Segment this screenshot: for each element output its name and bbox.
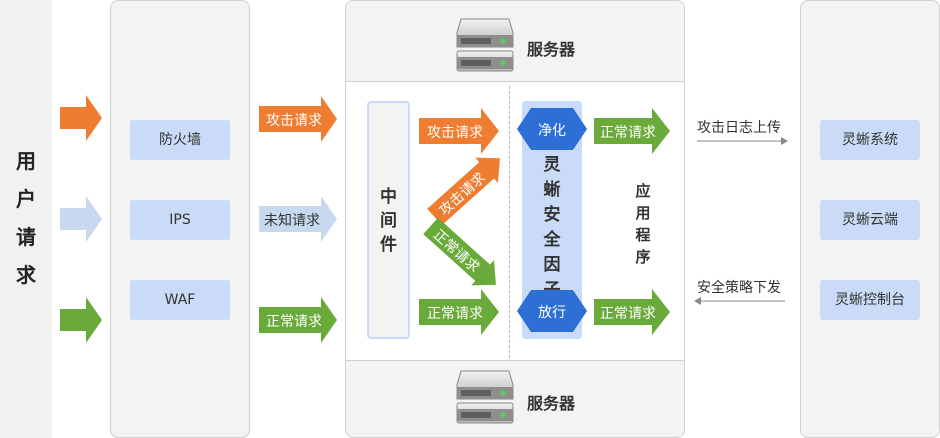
application-label: 应 用 程 序	[630, 180, 656, 268]
middleware-char-2: 间	[380, 211, 397, 231]
user-request-column: 用 户 请 求	[0, 0, 52, 438]
factor-char-1: 灵	[543, 155, 561, 175]
lingxi-cloud-box: 灵蜥云端	[820, 200, 920, 240]
perimeter-defense-panel: 防火墙 IPS WAF	[110, 0, 250, 438]
unknown-request-label: 未知请求	[264, 213, 320, 229]
firewall-box: 防火墙	[130, 120, 230, 160]
lingxi-panel: 灵蜥系统 灵蜥云端 灵蜥控制台	[800, 0, 940, 438]
middleware-char-3: 件	[380, 235, 397, 255]
normal-request-label: 正常请求	[266, 314, 322, 330]
middleware-box: 中 间 件	[367, 101, 410, 339]
lingxi-console-box: 灵蜥控制台	[820, 280, 920, 320]
user-char-3: 请	[16, 225, 36, 249]
ips-box: IPS	[130, 200, 230, 240]
server-icon	[456, 370, 514, 424]
dashed-divider	[509, 86, 510, 358]
log-upload-arrow	[697, 137, 788, 145]
middleware-label: 中 间 件	[369, 185, 408, 257]
factor-char-5: 因	[543, 255, 561, 275]
purify-diamond: 净化	[517, 108, 587, 150]
incoming-attack-arrow	[60, 95, 102, 141]
waf-box: WAF	[130, 280, 230, 320]
user-char-1: 用	[16, 149, 36, 173]
inner-normal-label: 正常请求	[427, 306, 483, 322]
policy-dispatch-arrow	[694, 297, 785, 305]
server-icon	[456, 18, 514, 72]
app-char-4: 序	[635, 248, 651, 266]
release-diamond: 放行	[517, 290, 587, 332]
server-top-label: 服务器	[527, 40, 576, 59]
app-char-3: 程	[635, 226, 651, 244]
normal-request-arrow	[259, 297, 337, 343]
output-normal-label-bottom: 正常请求	[600, 306, 656, 322]
inner-normal-arrow	[419, 289, 499, 335]
output-normal-label-top: 正常请求	[600, 125, 656, 141]
diagonal-attack-arrow-shape	[427, 157, 500, 226]
middleware-char-1: 中	[380, 187, 397, 207]
purify-label: 净化	[538, 123, 566, 139]
user-char-2: 户	[16, 187, 36, 211]
output-normal-arrow-top	[594, 108, 670, 154]
attack-request-arrow	[259, 96, 337, 142]
app-char-1: 应	[635, 182, 651, 200]
security-factor-label: 灵 蜥 安 全 因 子	[522, 153, 582, 303]
purify-diamond-shape	[517, 108, 587, 150]
server-bottom-label: 服务器	[527, 394, 576, 413]
policy-dispatch-label: 安全策略下发	[697, 280, 781, 296]
factor-char-4: 全	[543, 230, 561, 250]
diagonal-normal-arrow: 正常请求	[419, 213, 509, 298]
app-char-2: 用	[635, 204, 651, 222]
incoming-normal-arrow	[60, 297, 102, 343]
factor-char-3: 安	[543, 205, 561, 225]
lingxi-system-box: 灵蜥系统	[820, 120, 920, 160]
diagonal-normal-arrow-shape	[423, 217, 496, 286]
unknown-request-arrow	[259, 196, 337, 242]
attack-request-label: 攻击请求	[266, 113, 322, 129]
inner-attack-arrow	[419, 108, 499, 154]
user-request-label: 用 户 请 求	[0, 142, 52, 294]
log-upload-label: 攻击日志上传	[697, 120, 781, 136]
inner-attack-label: 攻击请求	[427, 125, 483, 141]
user-char-4: 求	[16, 263, 36, 287]
output-normal-arrow-bottom	[594, 289, 670, 335]
release-diamond-shape	[517, 290, 587, 332]
incoming-unknown-arrow	[60, 196, 102, 242]
diagonal-attack-arrow: 攻击请求	[423, 144, 513, 229]
release-label: 放行	[538, 305, 566, 321]
factor-char-2: 蜥	[543, 180, 561, 200]
